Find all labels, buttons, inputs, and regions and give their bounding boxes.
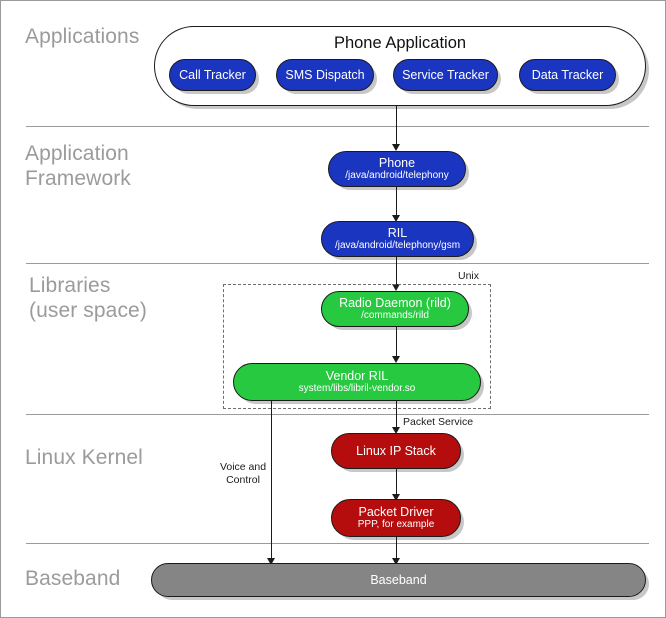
arrowhead-ip-stack-to-packet-driver — [392, 494, 400, 501]
connector-ril-to-radio-daemon — [396, 257, 398, 288]
node-subtitle: /commands/rild — [361, 310, 429, 321]
node-title: Baseband — [370, 573, 427, 587]
edge-label-packet-service: Packet Service — [403, 416, 474, 428]
app-pill-sms-dispatch[interactable]: SMS Dispatch — [276, 59, 374, 91]
connector-apps-to-phone — [396, 106, 398, 146]
layer-label-baseband: Baseband — [25, 567, 121, 590]
app-pill-call-tracker[interactable]: Call Tracker — [169, 59, 256, 91]
node-title: Packet Driver — [358, 505, 434, 519]
unix-box-caption: Unix — [458, 270, 480, 282]
layer-label-applications: Applications — [25, 25, 140, 48]
node-ril[interactable]: RIL /java/android/telephony/gsm — [321, 221, 474, 257]
node-subtitle: /java/android/telephony/gsm — [334, 240, 461, 251]
divider-app-framework — [26, 263, 649, 264]
arrowhead-apps-to-phone — [392, 144, 400, 151]
connector-ip-stack-to-packet-driver — [396, 469, 398, 498]
node-subtitle: PPP, for example — [357, 519, 435, 530]
node-packet-driver[interactable]: Packet Driver PPP, for example — [331, 499, 461, 537]
divider-linux-kernel — [26, 543, 649, 544]
arrowhead-phone-to-ril — [392, 215, 400, 222]
node-phone[interactable]: Phone /java/android/telephony — [328, 151, 466, 187]
connector-vendor-ril-to-baseband — [271, 401, 273, 562]
connector-vendor-ril-to-ip-stack — [396, 401, 398, 431]
app-pill-label: SMS Dispatch — [285, 68, 365, 82]
edge-label-voice-and-control: Voice and Control — [219, 461, 267, 486]
arrowhead-packet-driver-to-baseband — [392, 558, 400, 565]
node-subtitle: system/libs/libril-vendor.so — [298, 383, 416, 394]
app-pill-label: Call Tracker — [179, 68, 246, 82]
node-subtitle: /java/android/telephony — [345, 170, 449, 181]
arrowhead-ril-to-radio-daemon — [392, 284, 400, 291]
divider-applications — [26, 126, 649, 127]
app-pill-label: Service Tracker — [402, 68, 489, 82]
node-linux-ip-stack[interactable]: Linux IP Stack — [331, 433, 461, 469]
node-title: Phone — [378, 156, 416, 170]
phone-application-title: Phone Application — [333, 34, 467, 52]
app-pill-service-tracker[interactable]: Service Tracker — [393, 59, 498, 91]
node-title: RIL — [387, 226, 408, 240]
node-title: Radio Daemon (rild) — [339, 296, 451, 310]
node-title: Vendor RIL — [325, 369, 389, 383]
app-pill-label: Data Tracker — [531, 68, 604, 82]
divider-libraries — [26, 414, 649, 415]
layer-label-libraries: Libraries (user space) — [29, 274, 147, 322]
arrowhead-radio-daemon-to-vendor-ril — [392, 356, 400, 363]
node-radio-daemon[interactable]: Radio Daemon (rild) /commands/rild — [321, 291, 469, 327]
arrowhead-vendor-ril-to-baseband — [267, 558, 275, 565]
connector-phone-to-ril — [396, 187, 398, 219]
layer-label-linux-kernel: Linux Kernel — [25, 446, 143, 469]
connector-packet-driver-to-baseband — [396, 537, 398, 562]
unix-boundary-box — [223, 284, 491, 409]
connector-radio-daemon-to-vendor-ril — [396, 327, 398, 360]
node-baseband[interactable]: Baseband — [151, 563, 646, 597]
app-pill-data-tracker[interactable]: Data Tracker — [519, 59, 616, 91]
arrowhead-vendor-ril-to-ip-stack — [392, 427, 400, 434]
node-title: Linux IP Stack — [356, 444, 436, 458]
layer-label-application-framework: Application Framework — [25, 142, 131, 190]
node-vendor-ril[interactable]: Vendor RIL system/libs/libril-vendor.so — [233, 363, 481, 401]
